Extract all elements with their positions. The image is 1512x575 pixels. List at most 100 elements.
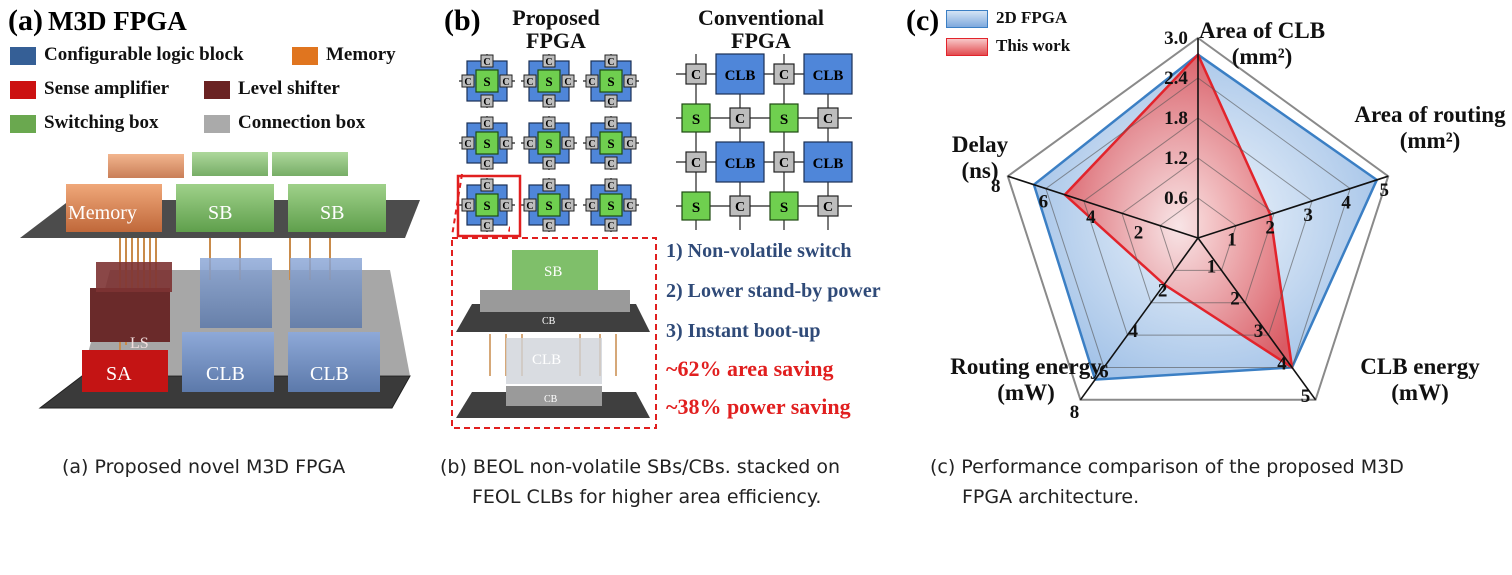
cb-tile (461, 198, 475, 212)
radar-tick-label: 4 (1128, 321, 1138, 342)
cb-tile-label: C (588, 201, 595, 212)
cb-tile (480, 54, 494, 68)
cb-tile (604, 94, 618, 108)
legend-swatch-clb (10, 46, 36, 65)
sb-tile-label: S (483, 198, 490, 213)
radar-axis-unit: (mm²) (1232, 44, 1293, 69)
radar-tick-label: 8 (991, 176, 1001, 197)
m3d-fpga-3d-illustration: LS SA CLB CLB Memory SB SB (20, 152, 420, 409)
cb-tile (542, 178, 556, 192)
radar-spoke (1007, 175, 1199, 239)
sb-tile (599, 69, 623, 93)
title-line: Proposed (512, 5, 600, 30)
cb-tile (542, 54, 556, 68)
clb-layer-label: CLB (532, 352, 561, 368)
conv-sb (681, 103, 711, 133)
cb-tile-label: C (483, 57, 490, 68)
cb-tile (604, 54, 618, 68)
radar-spoke (1197, 175, 1389, 239)
cb-tile-label: C (502, 139, 509, 150)
radar-tick-label: 2.4 (1164, 68, 1188, 89)
cb-tile-label: C (626, 201, 633, 212)
sb-tile (537, 193, 561, 217)
conv-sb-label: S (692, 112, 700, 128)
memory-block (66, 184, 162, 232)
radar-grid-ring (1083, 117, 1313, 336)
title-line: FPGA (526, 28, 586, 53)
radar-tick-label: 2 (1265, 217, 1275, 238)
cb-tile-label: C (526, 139, 533, 150)
radar-tick-label: 4 (1277, 353, 1287, 374)
legend-item-sense-amplifier: Sense amplifier (10, 78, 169, 100)
radar-legend-2d: 2D FPGA (946, 8, 1068, 29)
radar-frame (1006, 36, 1390, 401)
clb-layer (506, 338, 602, 384)
cb-tile (585, 136, 599, 150)
radar-tick-label: 6 (1099, 361, 1109, 382)
cb-tile-label: C (607, 57, 614, 68)
sb-tile-label: S (607, 136, 614, 151)
cb-tile-label: C (502, 201, 509, 212)
cb-tile-label: C (607, 181, 614, 192)
legend-label: Level shifter (238, 78, 340, 99)
conv-cb (685, 63, 707, 85)
area-saving: ~62% area saving (666, 356, 834, 381)
cb-tile (542, 218, 556, 232)
cb-tile-label: C (564, 77, 571, 88)
cb-tile (604, 178, 618, 192)
radar-axis-label: Area of routing (1354, 102, 1506, 127)
conv-cb-label: C (779, 156, 789, 171)
conv-cb-label: C (735, 200, 745, 215)
cb-tile (561, 74, 575, 88)
sense-amplifier-block (82, 350, 168, 392)
conv-clb-label: CLB (813, 68, 844, 84)
legend-item-clb: Configurable logic block (10, 44, 244, 66)
cb-tile (623, 74, 637, 88)
cb-tile-label: C (564, 201, 571, 212)
conv-sb-label: S (780, 200, 788, 216)
stacked-sb-cb-clb-illustration: SB CB CLB CB (451, 237, 657, 429)
cb-tile (542, 94, 556, 108)
sb-tile-label: S (483, 136, 490, 151)
cb-tile (480, 94, 494, 108)
cb-tile-label: C (526, 201, 533, 212)
cb-top-label: CB (542, 316, 556, 327)
radar-tick-label: 1 (1227, 230, 1237, 251)
cb-tile (480, 156, 494, 170)
memory-label: Memory (68, 202, 137, 224)
cb-tile-label: C (545, 97, 552, 108)
feature-1: 1) Non-volatile switch (666, 240, 852, 262)
conv-clb-label: CLB (813, 156, 844, 172)
radar-spoke (1197, 237, 1317, 401)
conv-cb-label: C (823, 200, 833, 215)
radar-legend-this-work: This work (946, 36, 1070, 57)
legend-label: Configurable logic block (44, 44, 244, 65)
cb-tile-label: C (607, 97, 614, 108)
sb-tile (599, 131, 623, 155)
legend-label: 2D FPGA (996, 8, 1068, 27)
clb-block-back (290, 258, 362, 328)
radar-tick-label: 3 (1303, 205, 1313, 226)
sb-tile (475, 131, 499, 155)
caption-line: (b) BEOL non-volatile SBs/CBs. stacked o… (440, 456, 841, 478)
level-shifter-block (90, 288, 170, 342)
cb-tile (623, 136, 637, 150)
legend-swatch-cb (204, 114, 230, 133)
legend-item-memory: Memory (292, 44, 396, 66)
conv-cb (817, 195, 839, 217)
cb-tile (623, 198, 637, 212)
caption-b: (b) BEOL non-volatile SBs/CBs. stacked o… (440, 452, 900, 512)
conv-cb-label: C (691, 68, 701, 83)
radar-grid-ring (1159, 197, 1237, 271)
feature-3: 3) Instant boot-up (666, 320, 821, 342)
cb-tile (523, 74, 537, 88)
radar-tick-label: 1.8 (1164, 108, 1188, 129)
caption-line: FPGA architecture. (962, 486, 1140, 508)
cb-tile (585, 74, 599, 88)
